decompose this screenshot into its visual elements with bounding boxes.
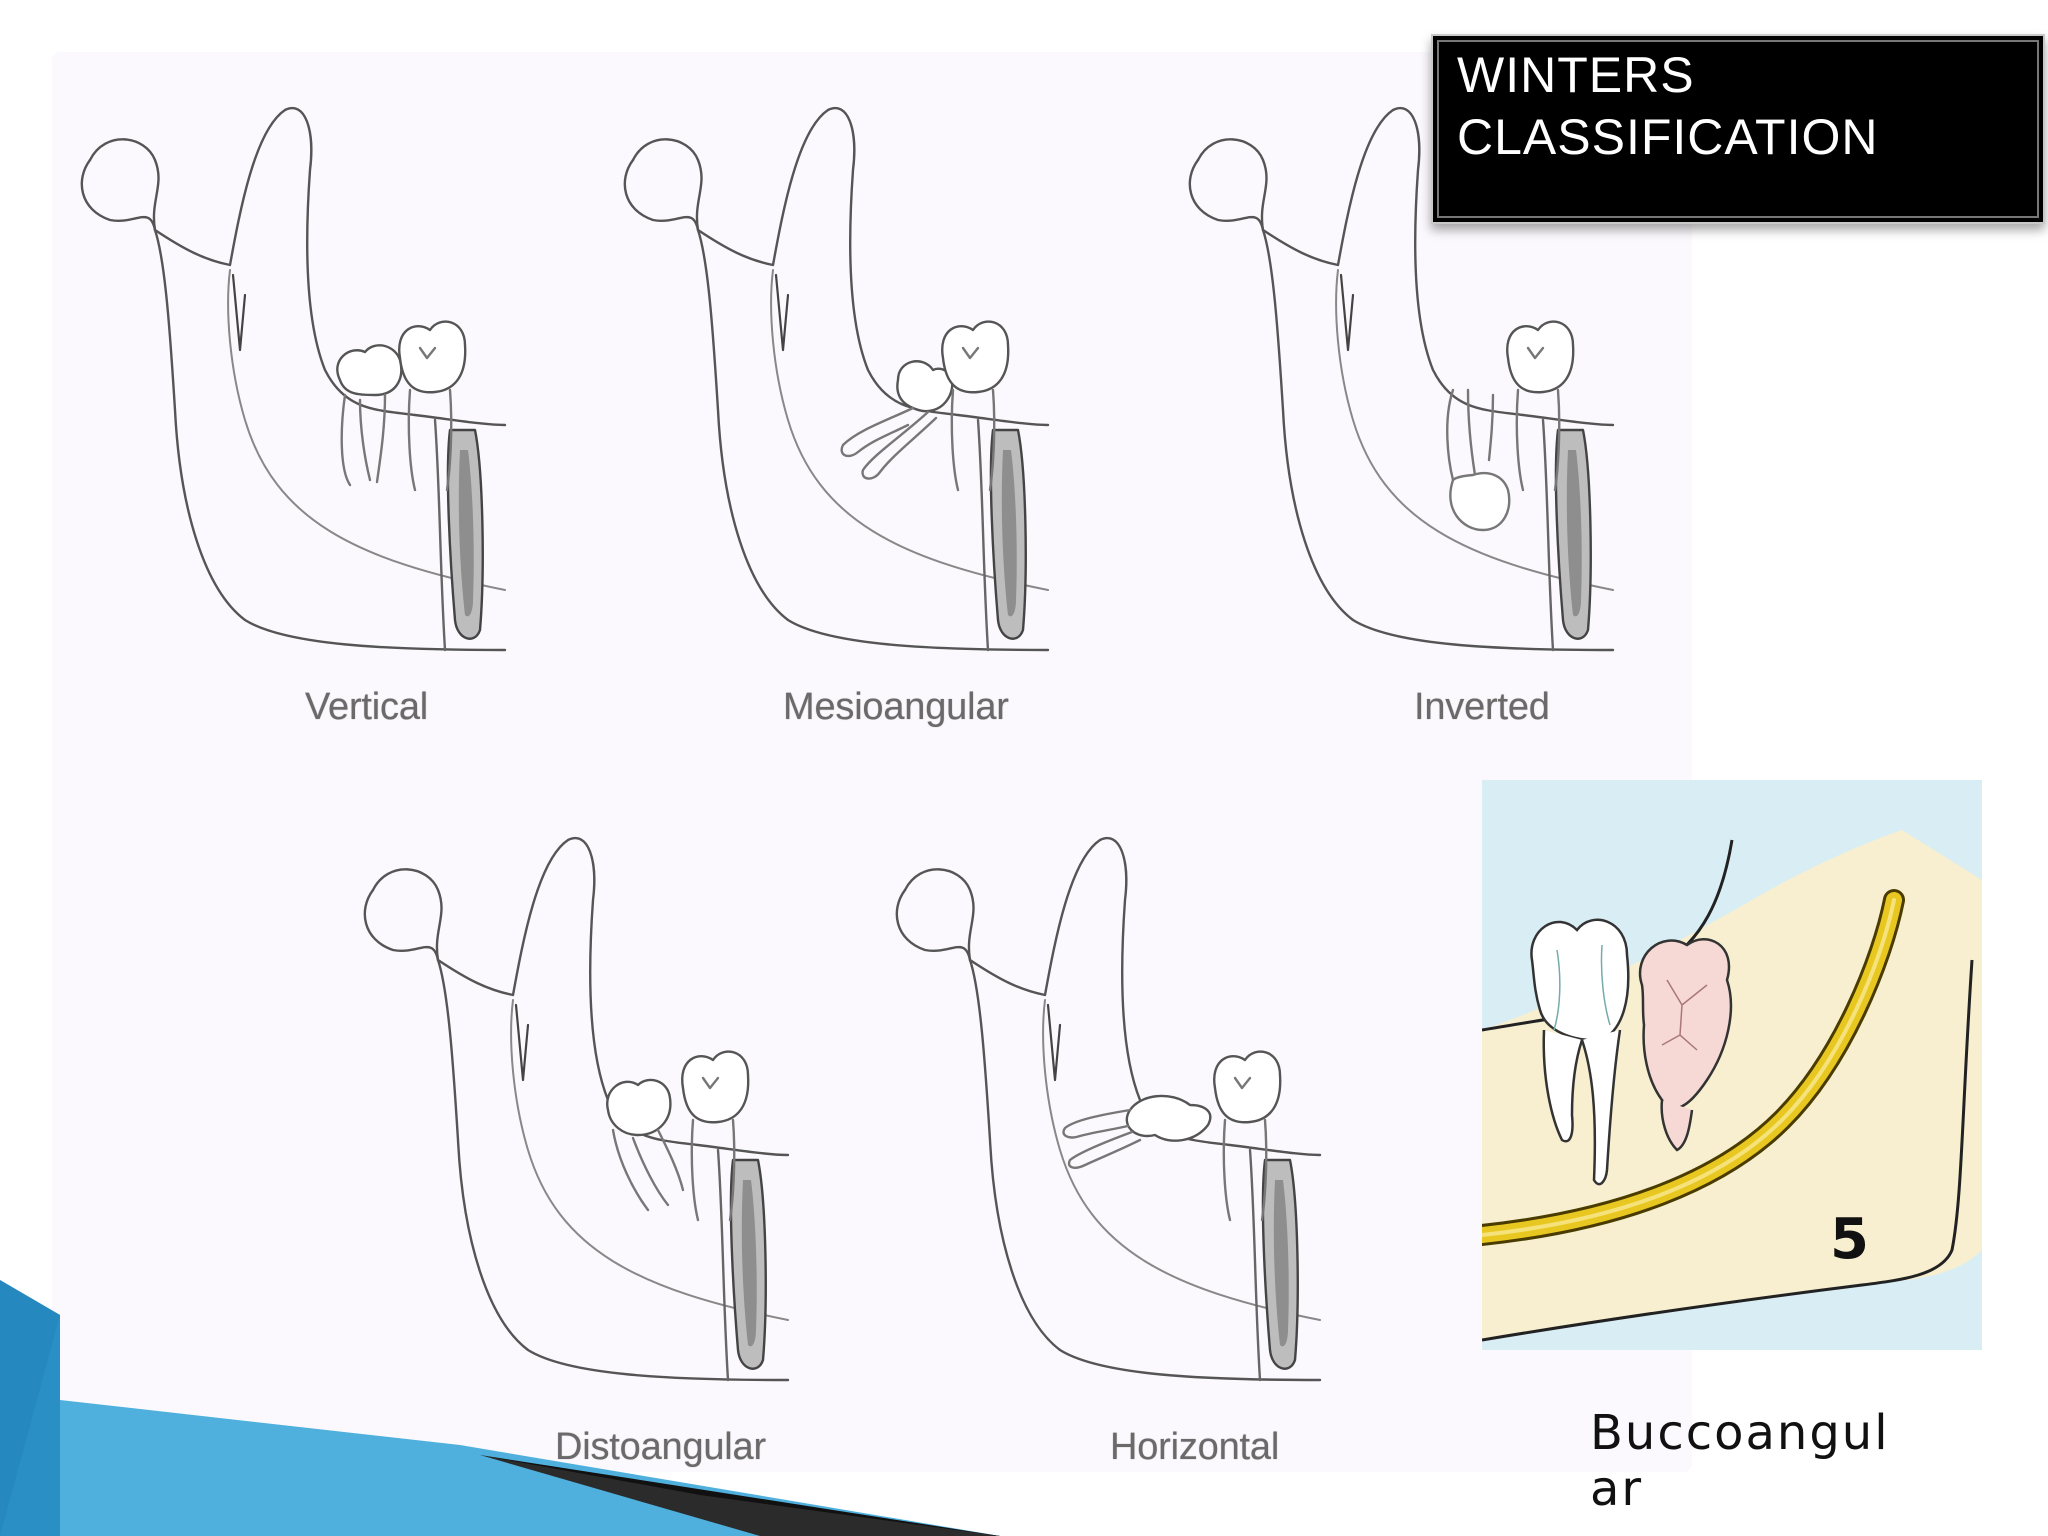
mandible-diagram-vertical: [55, 90, 525, 810]
figure-number: 5: [1830, 1207, 1869, 1272]
mandible-diagram-inverted: [1163, 90, 1633, 810]
content-background: [52, 52, 1692, 1472]
mandible-diagram-horizontal: [870, 820, 1340, 1536]
label-distoangular: Distoangular: [555, 1426, 766, 1468]
label-mesioangular: Mesioangular: [783, 686, 1009, 728]
title-line-2: CLASSIFICATION: [1457, 109, 1879, 165]
mandible-diagram-mesioangular: [598, 90, 1068, 810]
label-inverted: Inverted: [1414, 686, 1550, 728]
label-buccoangular: Buccoangular: [1590, 1405, 1890, 1517]
slide-title: WINTERS CLASSIFICATION: [1457, 44, 1878, 168]
label-vertical: Vertical: [305, 686, 429, 728]
title-box: WINTERS CLASSIFICATION: [1431, 34, 2045, 224]
title-line-1: WINTERS: [1457, 47, 1695, 103]
label-horizontal: Horizontal: [1110, 1426, 1280, 1468]
buccoangular-illustration: 5: [1482, 780, 1982, 1350]
